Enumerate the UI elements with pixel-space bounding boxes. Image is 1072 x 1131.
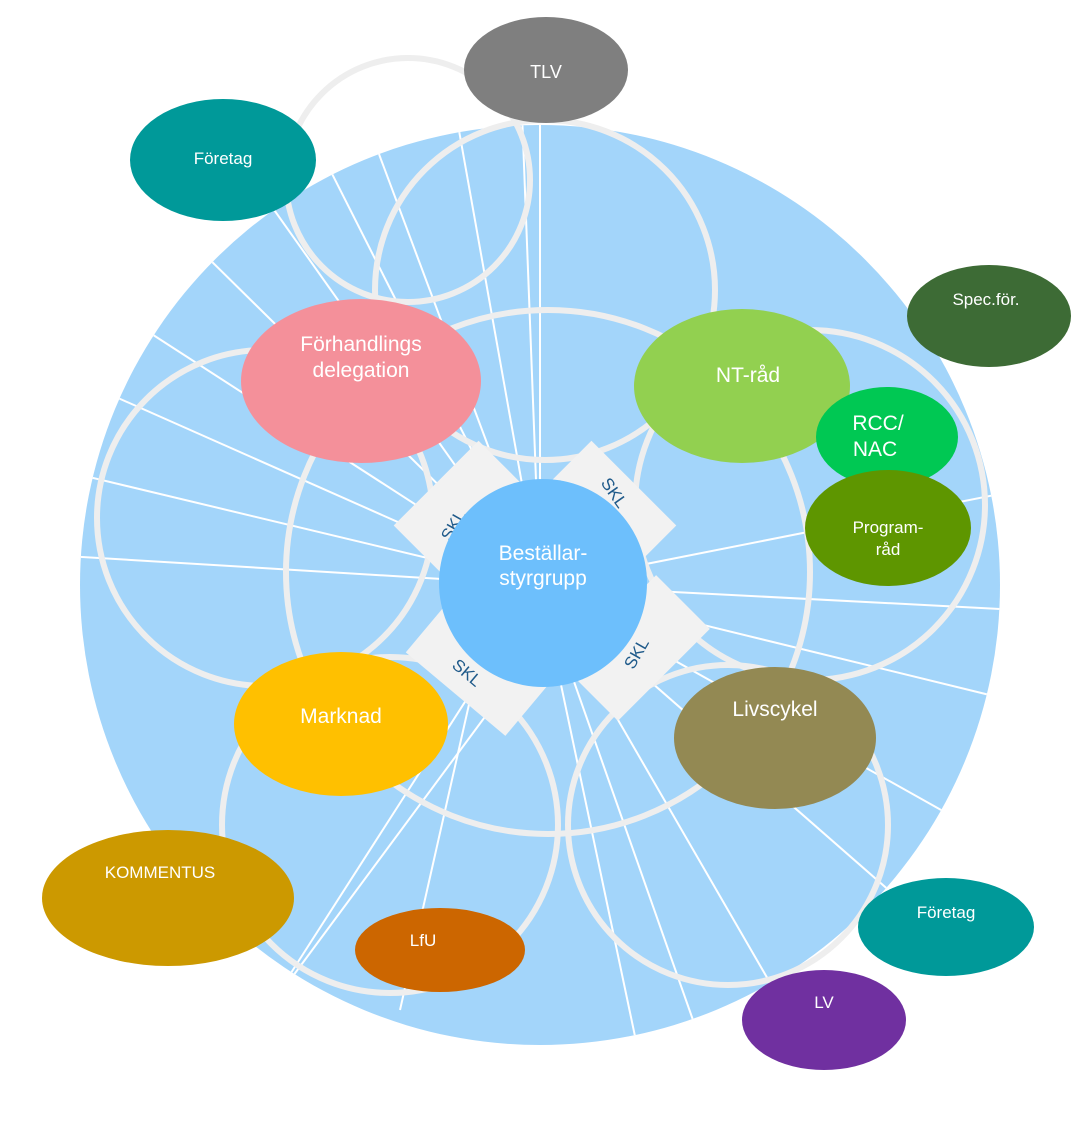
node-tlv: TLV: [464, 17, 628, 123]
tlv-label: TLV: [530, 62, 562, 82]
center-label-line1: Beställar-: [499, 542, 588, 565]
center-label-line2: styrgrupp: [499, 567, 587, 590]
nt-rad-label: NT-råd: [716, 364, 780, 387]
foretag-top-label: Företag: [194, 149, 253, 168]
rcc-label-line1: RCC/: [852, 412, 903, 435]
node-marknad: Marknad: [234, 652, 448, 796]
marknad-label: Marknad: [300, 705, 382, 728]
node-lv: LV: [742, 970, 906, 1070]
kommentus-label: KOMMENTUS: [105, 863, 216, 882]
node-foretag-top: Företag: [130, 99, 316, 221]
lv-label: LV: [814, 993, 834, 1012]
node-programrad: Program- råd: [805, 470, 971, 586]
program-label-line1: Program-: [853, 518, 924, 537]
center-node-bestallarstyrgrupp: Beställar- styrgrupp: [439, 479, 647, 687]
node-spec-for: Spec.för.: [907, 265, 1071, 367]
foretag-bottom-label: Företag: [917, 903, 976, 922]
node-kommentus: KOMMENTUS: [42, 830, 294, 966]
spec-for-label: Spec.för.: [952, 290, 1019, 309]
forhandlings-label-line2: delegation: [313, 359, 410, 382]
node-foretag-bottom: Företag: [858, 878, 1034, 976]
node-livscykel: Livscykel: [674, 667, 876, 809]
node-forhandlingsdelegation: Förhandlings delegation: [241, 299, 481, 463]
lfu-label: LfU: [410, 931, 436, 950]
node-lfu: LfU: [355, 908, 525, 992]
livscykel-label: Livscykel: [732, 698, 817, 721]
rcc-label-line2: NAC: [853, 438, 897, 461]
forhandlings-label-line1: Förhandlings: [300, 333, 421, 356]
node-rcc-nac: RCC/ NAC: [816, 387, 958, 487]
program-label-line2: råd: [876, 540, 901, 559]
node-nt-rad: NT-råd: [634, 309, 850, 463]
